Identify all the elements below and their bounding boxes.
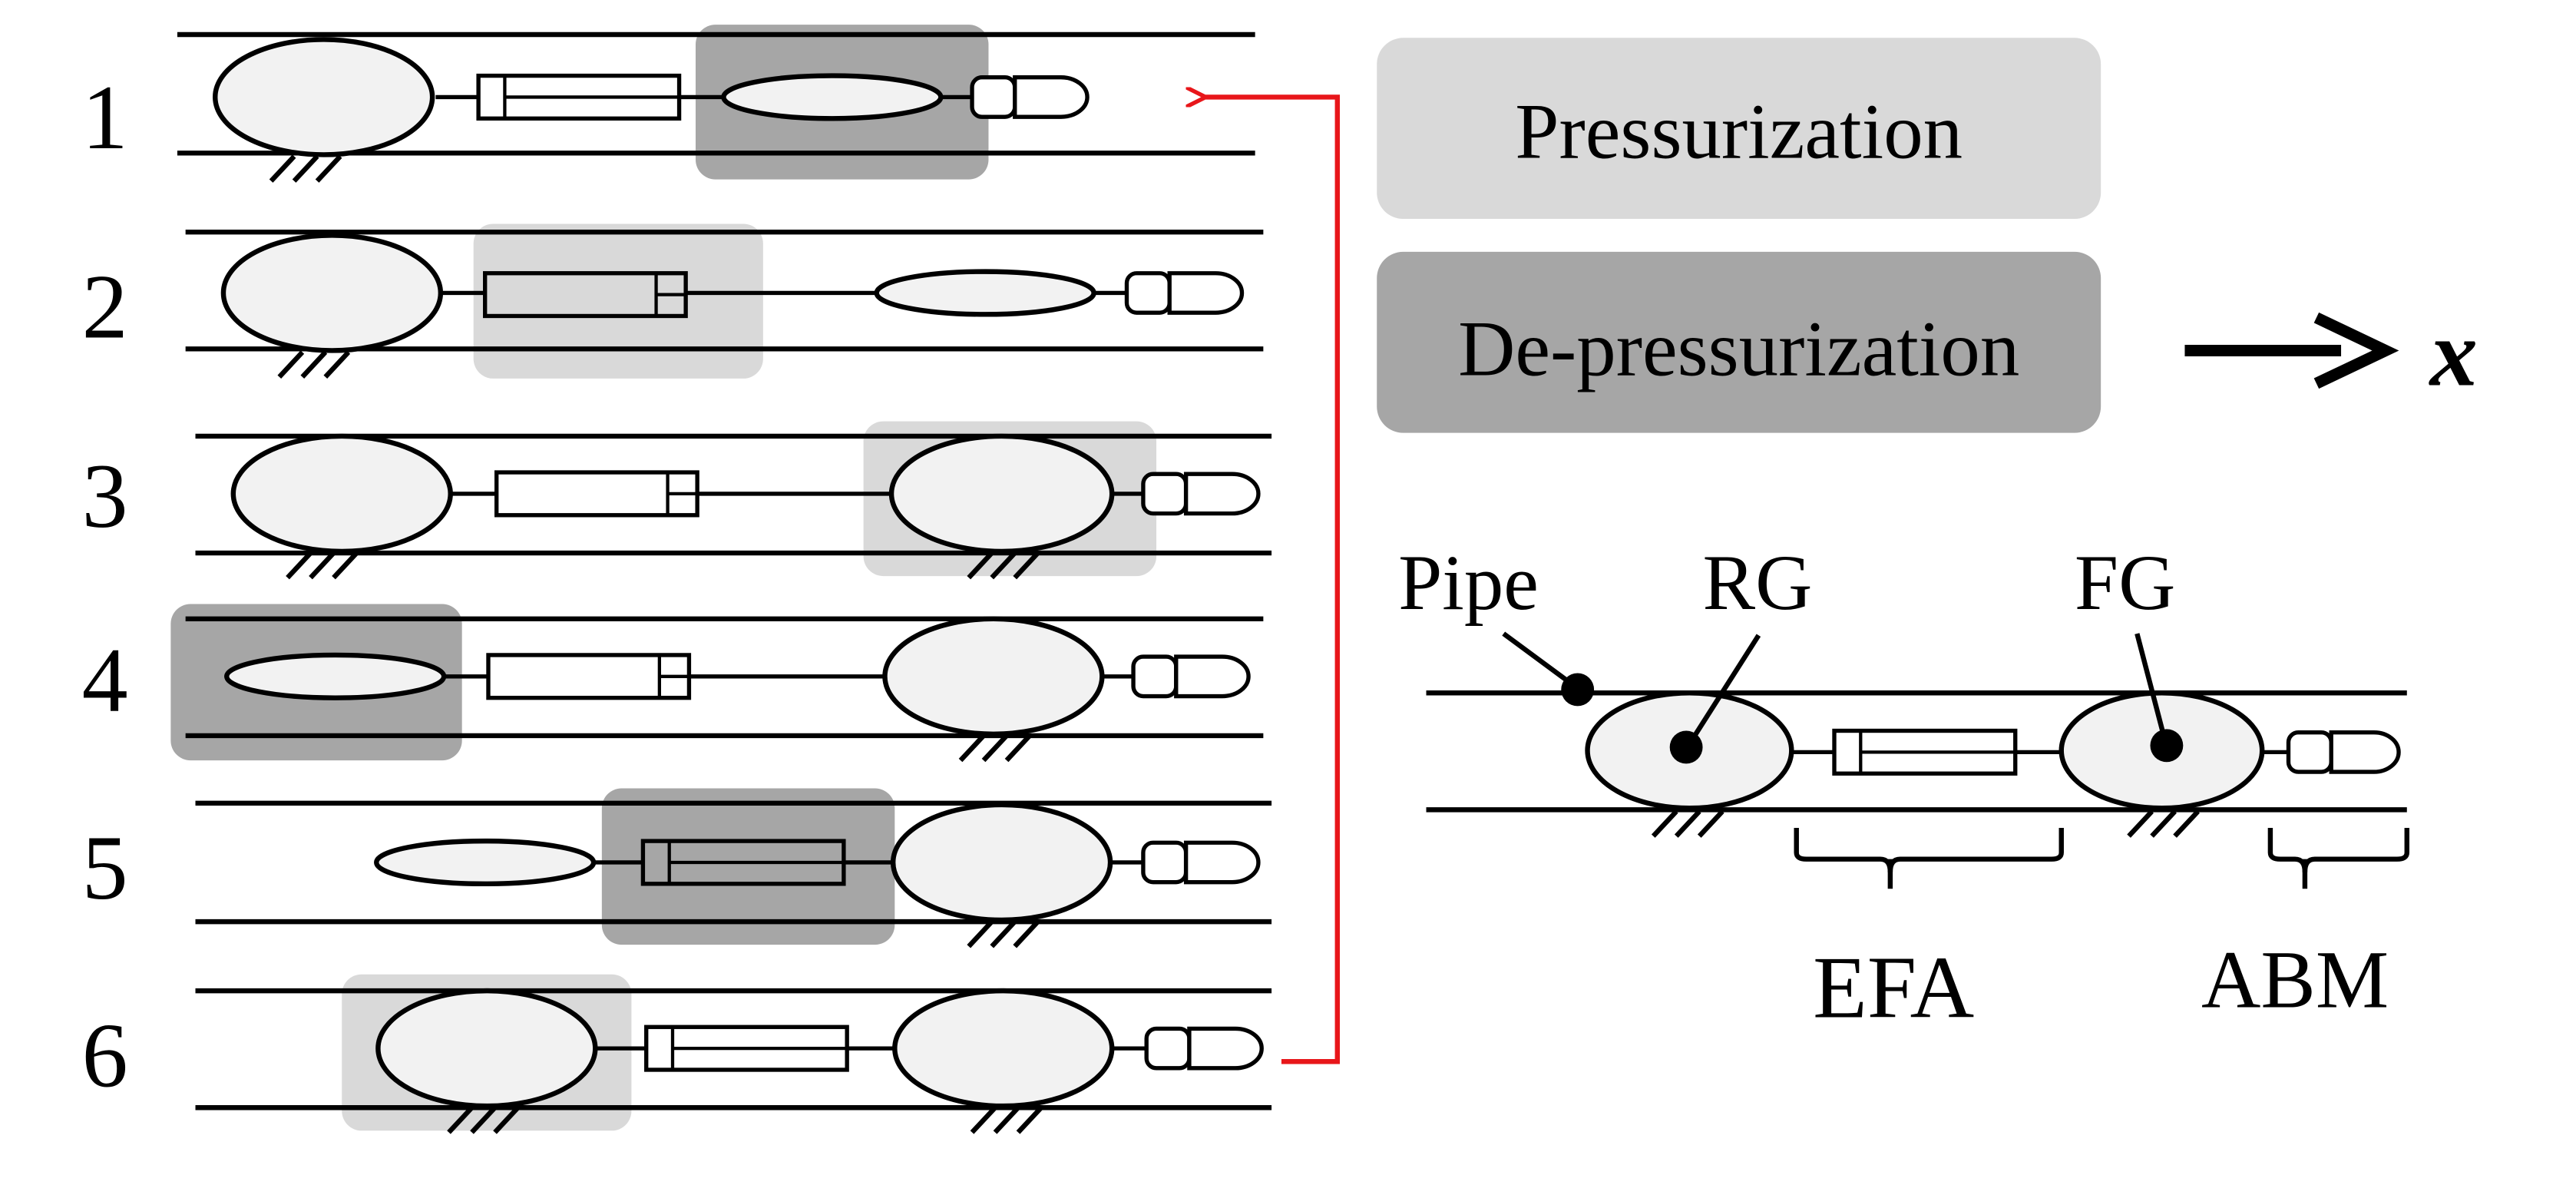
anchor-hatch-icon — [269, 154, 342, 183]
bending-module — [970, 75, 1090, 119]
component-detail: Pipe RG FG EFA ABM — [1398, 539, 2409, 1037]
pipe-label: Pipe — [1398, 539, 1539, 627]
extension-flexible-actuator — [486, 653, 692, 700]
step-label: 3 — [82, 445, 128, 547]
bending-module — [1144, 1026, 1264, 1071]
bending-module — [1124, 271, 1245, 315]
bending-module — [1131, 654, 1251, 699]
front-gripper — [890, 802, 1113, 923]
fg-marker-dot — [2150, 729, 2184, 763]
pipe-leader-line — [1502, 631, 1575, 687]
rear-gripper — [375, 988, 598, 1109]
anchor-hatch-icon — [1651, 809, 1724, 838]
legend: Pressurization De-pressurization — [1377, 38, 2101, 433]
fg-label: FG — [2075, 539, 2176, 627]
legend-pressurization-swatch — [1377, 38, 2101, 220]
bending-module — [1141, 840, 1261, 885]
direction-label: x — [2429, 300, 2478, 405]
anchor-hatch-icon — [967, 919, 1040, 948]
step-1: 1 — [82, 25, 1255, 183]
extension-flexible-actuator — [483, 271, 688, 319]
legend-depressurization-label: De-pressurization — [1458, 306, 2019, 393]
anchor-hatch-icon — [970, 1106, 1043, 1134]
fg-leader-line — [2135, 633, 2168, 742]
step-label: 5 — [82, 816, 128, 919]
step-2: 2 — [82, 223, 1264, 379]
anchor-hatch-icon — [967, 551, 1040, 580]
extension-flexible-actuator — [640, 839, 846, 886]
front-gripper — [892, 988, 1115, 1109]
abm-brace — [2267, 827, 2409, 872]
step-4: 4 — [82, 604, 1264, 763]
rg-label: RG — [1703, 539, 1813, 627]
bending-module — [1141, 472, 1261, 516]
extension-flexible-actuator — [644, 1024, 849, 1072]
step-label: 6 — [82, 1004, 128, 1106]
anchor-hatch-icon — [447, 1106, 520, 1134]
rear-gripper — [213, 37, 435, 157]
efa-brace — [1794, 827, 2064, 872]
legend-depressurization-swatch — [1377, 251, 2101, 433]
efa-label: EFA — [1813, 938, 1974, 1037]
extension-flexible-actuator — [494, 470, 699, 518]
step-6: 6 — [82, 974, 1272, 1134]
step-label: 1 — [82, 66, 128, 168]
bending-module — [2286, 730, 2401, 774]
extension-flexible-actuator — [476, 73, 682, 121]
anchor-hatch-icon — [2127, 809, 2200, 838]
front-gripper — [721, 73, 944, 121]
rg-leader-line — [1687, 634, 1761, 746]
direction-indicator: x — [2184, 300, 2478, 405]
abm-label: ABM — [2201, 935, 2389, 1026]
step-label: 4 — [82, 629, 128, 731]
step-3: 3 — [82, 421, 1272, 580]
rear-gripper — [220, 233, 444, 353]
rear-gripper — [230, 433, 453, 554]
cycle-return-arrow — [1205, 97, 1341, 1064]
rg-marker-dot — [1669, 730, 1703, 764]
front-gripper — [874, 269, 1096, 317]
rear-gripper — [224, 652, 447, 700]
direction-arrow-icon — [2313, 312, 2399, 389]
anchor-hatch-icon — [958, 733, 1032, 763]
front-gripper — [882, 616, 1105, 737]
rear-gripper — [374, 838, 597, 887]
step-5: 5 — [82, 788, 1272, 948]
anchor-hatch-icon — [286, 551, 359, 580]
legend-pressurization-label: Pressurization — [1515, 88, 1963, 176]
anchor-hatch-icon — [277, 350, 351, 379]
front-gripper — [888, 433, 1115, 554]
step-label: 2 — [82, 255, 128, 357]
extension-flexible-actuator — [1832, 728, 2018, 776]
